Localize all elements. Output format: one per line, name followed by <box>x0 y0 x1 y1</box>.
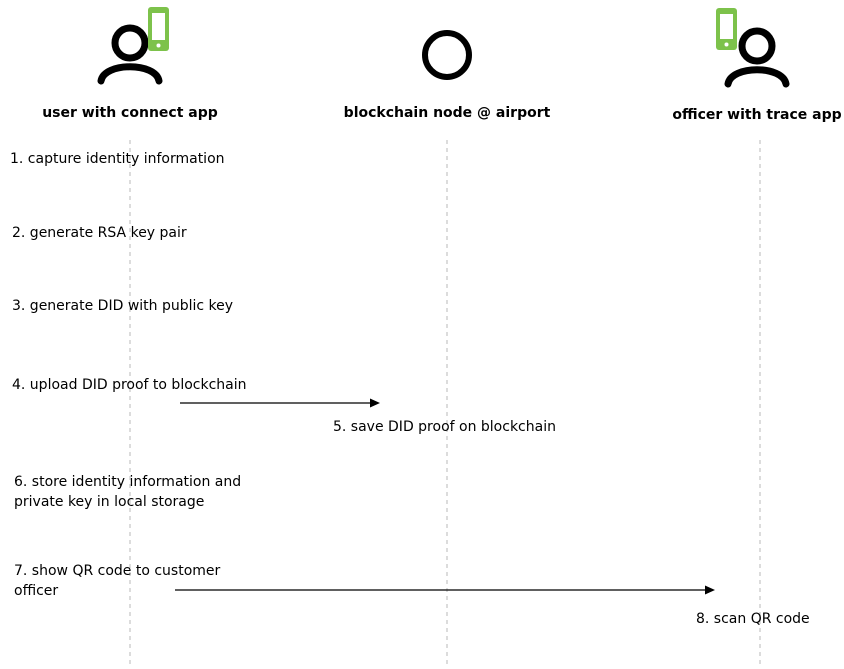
person-icon <box>724 27 790 88</box>
arrow-head-icon <box>370 398 380 408</box>
message-arrow-show-qr <box>175 585 715 595</box>
step-5-text: 5. save DID proof on blockchain <box>333 419 556 435</box>
step-7-text-line-2: officer <box>14 583 58 599</box>
officer-actor-icon <box>716 8 790 88</box>
actor-label-officer: officer with trace app <box>672 107 841 123</box>
step-6-text-line-1: 6. store identity information and <box>14 474 241 490</box>
step-1-text: 1. capture identity information <box>10 151 225 167</box>
step-3-text: 3. generate DID with public key <box>12 298 233 314</box>
step-6-text-line-2: private key in local storage <box>14 494 204 510</box>
step-7-text-line-1: 7. show QR code to customer <box>14 563 221 579</box>
person-icon <box>97 24 163 85</box>
blockchain-node-icon <box>422 30 472 80</box>
arrow-head-icon <box>705 585 715 595</box>
message-arrow-upload <box>180 398 380 408</box>
actor-label-user: user with connect app <box>42 105 218 121</box>
phone-icon <box>716 8 737 50</box>
user-actor-icon <box>97 7 169 85</box>
step-8-text: 8. scan QR code <box>696 611 810 627</box>
phone-icon <box>148 7 169 51</box>
actor-label-node: blockchain node @ airport <box>344 105 551 121</box>
step-2-text: 2. generate RSA key pair <box>12 225 187 241</box>
step-4-text: 4. upload DID proof to blockchain <box>12 377 247 393</box>
